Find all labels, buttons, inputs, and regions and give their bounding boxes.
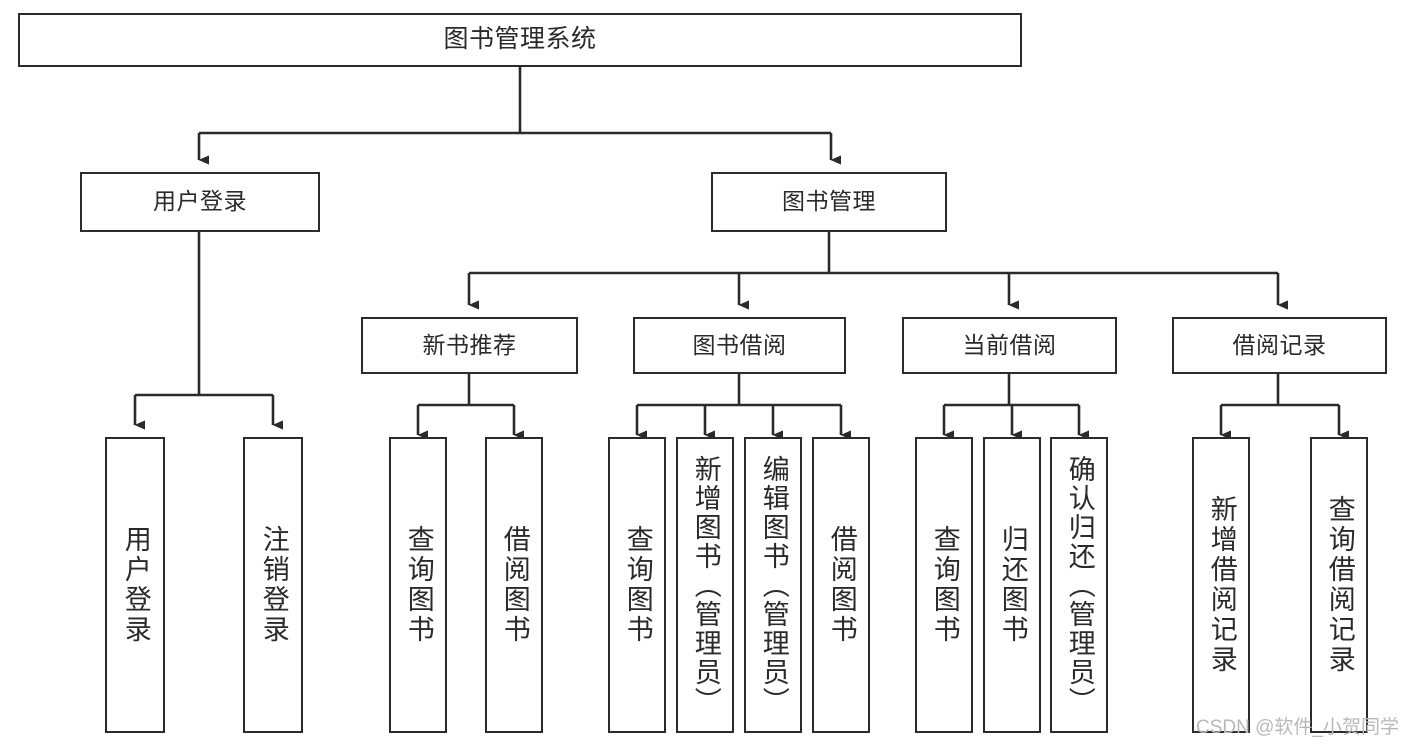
node-leaf-recommend-borrow-book[interactable]: 借阅图书 [485,437,543,733]
node-leaf-current-confirm-return[interactable]: 确认归还（管理员） [1050,437,1108,733]
node-current-borrow-label: 当前借阅 [962,331,1057,358]
node-book-management[interactable]: 图书管理 [711,172,947,232]
node-leaf-current-return-book-label: 归还图书 [997,525,1028,645]
node-new-book-recommend[interactable]: 新书推荐 [361,317,578,374]
node-leaf-user-login-signout[interactable]: 注销登录 [243,437,303,733]
node-leaf-record-add-record-label: 新增借阅记录 [1206,495,1237,675]
node-leaf-borrow-edit-book[interactable]: 编辑图书（管理员） [744,437,802,733]
node-leaf-recommend-query-book-label: 查询图书 [403,525,434,645]
node-leaf-user-login-signout-label: 注销登录 [258,525,289,645]
node-book-management-label: 图书管理 [782,188,876,215]
node-leaf-current-confirm-return-label: 确认归还（管理员） [1064,454,1095,716]
node-leaf-record-query-record-label: 查询借阅记录 [1324,495,1355,675]
node-book-borrow[interactable]: 图书借阅 [633,317,846,374]
node-borrow-record-label: 借阅记录 [1232,331,1327,358]
node-leaf-user-login-signin-label: 用户登录 [120,525,151,645]
node-leaf-current-query-book[interactable]: 查询图书 [915,437,973,733]
node-leaf-borrow-edit-book-label: 编辑图书（管理员） [758,454,789,716]
node-book-borrow-label: 图书借阅 [692,331,787,358]
node-leaf-recommend-borrow-book-label: 借阅图书 [499,525,530,645]
node-user-login[interactable]: 用户登录 [80,172,320,232]
node-root-system-label: 图书管理系统 [443,25,597,54]
node-leaf-borrow-add-book-label: 新增图书（管理员） [690,454,721,716]
node-leaf-user-login-signin[interactable]: 用户登录 [105,437,165,733]
node-current-borrow[interactable]: 当前借阅 [902,317,1117,374]
node-leaf-borrow-query-book[interactable]: 查询图书 [608,437,666,733]
node-leaf-borrow-query-book-label: 查询图书 [622,525,653,645]
node-leaf-borrow-borrow-book-label: 借阅图书 [826,525,857,645]
node-leaf-borrow-add-book[interactable]: 新增图书（管理员） [676,437,734,733]
node-user-login-label: 用户登录 [153,188,247,215]
node-leaf-record-query-record[interactable]: 查询借阅记录 [1310,437,1368,733]
node-borrow-record[interactable]: 借阅记录 [1172,317,1387,374]
node-leaf-current-return-book[interactable]: 归还图书 [983,437,1041,733]
node-leaf-current-query-book-label: 查询图书 [929,525,960,645]
node-new-book-recommend-label: 新书推荐 [422,331,517,358]
node-root-system[interactable]: 图书管理系统 [18,13,1022,67]
node-leaf-borrow-borrow-book[interactable]: 借阅图书 [812,437,870,733]
node-leaf-recommend-query-book[interactable]: 查询图书 [389,437,447,733]
node-leaf-record-add-record[interactable]: 新增借阅记录 [1192,437,1250,733]
